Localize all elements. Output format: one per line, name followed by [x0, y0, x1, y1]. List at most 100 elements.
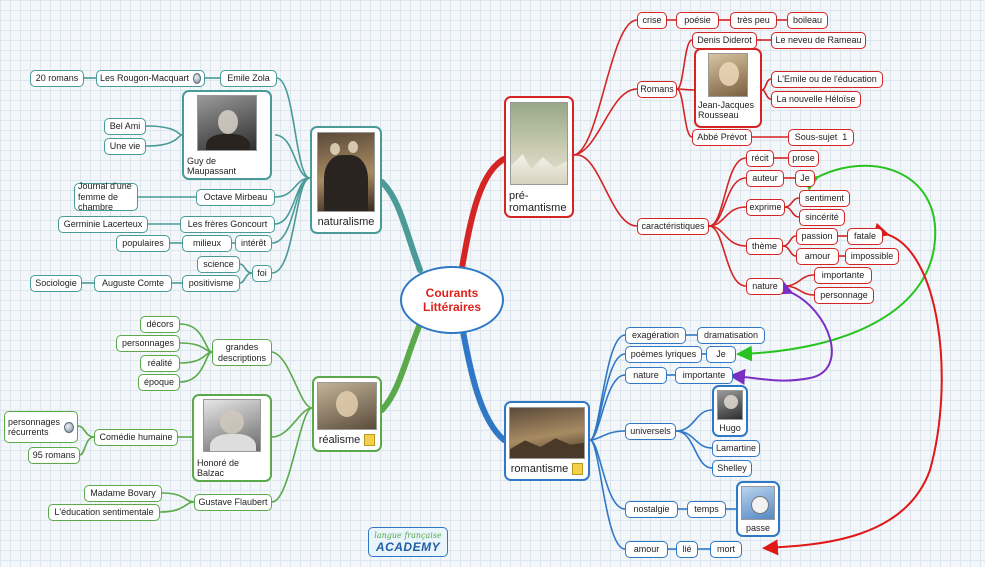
node-journal-femme-de-chambre[interactable]: Journal d'une femme de chambre	[74, 181, 138, 212]
node-foi[interactable]: foi	[252, 265, 272, 282]
node-recit[interactable]: récit	[746, 150, 774, 167]
node-realite[interactable]: réalité	[140, 355, 180, 372]
branch-pre-romantisme	[459, 155, 509, 271]
node-emile-education[interactable]: L'Emile ou de l'éducation	[771, 71, 883, 88]
node-nostalgie[interactable]: nostalgie	[625, 501, 678, 518]
topic-pre-romantisme[interactable]: pré-romantisme	[504, 96, 574, 218]
central-title-line2: Littéraires	[422, 300, 482, 314]
node-emile-zola[interactable]: Emile Zola	[220, 70, 277, 87]
node-sociologie[interactable]: Sociologie	[30, 275, 82, 292]
hugo-label: Hugo	[719, 423, 741, 433]
node-sincerite[interactable]: sincérité	[799, 209, 845, 226]
node-boileau[interactable]: boileau	[787, 12, 828, 29]
node-grandes-descriptions[interactable]: grandes descriptions	[212, 339, 272, 366]
topic-naturalisme[interactable]: naturalisme	[310, 126, 382, 234]
topic-realisme[interactable]: réalisme	[312, 376, 382, 452]
node-epoque[interactable]: époque	[138, 374, 180, 391]
node-je-pre[interactable]: Je	[795, 170, 815, 187]
pre-romantisme-label: pré-romantisme	[509, 190, 567, 214]
note-icon[interactable]	[364, 434, 376, 447]
node-education-sentimentale[interactable]: L'éducation sentimentale	[48, 504, 160, 521]
node-impossible[interactable]: impossible	[845, 248, 899, 265]
balzac-portrait-image	[203, 399, 261, 452]
globe-icon[interactable]	[193, 73, 201, 84]
node-95-romans[interactable]: 95 romans	[28, 447, 80, 464]
node-sous-sujet-1[interactable]: Sous-sujet 1	[788, 129, 854, 146]
node-freres-goncourt[interactable]: Les frères Goncourt	[180, 216, 275, 233]
relation-fatale-mort	[762, 222, 943, 556]
node-personnage[interactable]: personnage	[814, 287, 874, 304]
balzac-label: Honoré de Balzac	[197, 458, 240, 478]
node-amour-rom[interactable]: amour	[625, 541, 668, 558]
node-milieux[interactable]: milieux	[182, 235, 232, 252]
node-exprime[interactable]: exprime	[746, 199, 785, 216]
node-nature-rom[interactable]: nature	[625, 367, 667, 384]
node-neveu-de-rameau[interactable]: Le neveu de Rameau	[771, 32, 866, 49]
node-prose[interactable]: prose	[788, 150, 819, 167]
node-rougon-macquart[interactable]: Les Rougon-Macquart	[96, 70, 205, 87]
node-personnages-recurrents[interactable]: personnages récurrents	[4, 411, 78, 443]
central-topic[interactable]: Courants Littéraires	[400, 266, 504, 334]
node-sentiment[interactable]: sentiment	[799, 190, 850, 207]
maupassant-label: Guy de Maupassant	[187, 156, 237, 176]
branch-romantisme	[459, 323, 507, 443]
naturalisme-painting-image	[317, 132, 375, 212]
node-importante-rom[interactable]: importante	[675, 367, 733, 384]
node-20-romans[interactable]: 20 romans	[30, 70, 84, 87]
node-romans[interactable]: Romans	[637, 81, 677, 98]
node-dramatisation[interactable]: dramatisation	[697, 327, 765, 344]
node-mort[interactable]: mort	[710, 541, 742, 558]
node-caracteristiques[interactable]: caractéristiques	[637, 218, 709, 235]
node-germinie-lacerteux[interactable]: Germinie Lacerteux	[58, 216, 148, 233]
node-gustave-flaubert[interactable]: Gustave Flaubert	[194, 494, 272, 511]
node-poemes-lyriques[interactable]: poèmes lyriques	[625, 346, 702, 363]
node-decors[interactable]: décors	[140, 316, 180, 333]
node-tres-peu[interactable]: très peu	[730, 12, 777, 29]
node-personnages[interactable]: personnages	[116, 335, 180, 352]
node-interet[interactable]: intérêt	[235, 235, 272, 252]
node-hugo[interactable]: Hugo	[712, 385, 748, 437]
recurrents-label: personnages récurrents	[8, 416, 61, 437]
node-positivisme[interactable]: positivisme	[182, 275, 240, 292]
romantisme-label: romantisme	[510, 463, 569, 475]
node-passion[interactable]: passion	[796, 228, 838, 245]
node-poesie[interactable]: poésie	[676, 12, 719, 29]
node-une-vie[interactable]: Une vie	[104, 138, 146, 155]
node-exageration[interactable]: exagération	[625, 327, 686, 344]
node-crise[interactable]: crise	[637, 12, 667, 29]
globe-icon[interactable]	[64, 421, 74, 433]
maupassant-portrait-image	[197, 95, 257, 151]
node-auteur[interactable]: auteur	[746, 170, 784, 187]
node-populaires[interactable]: populaires	[116, 235, 170, 252]
node-lie[interactable]: lié	[676, 541, 698, 558]
topic-romantisme[interactable]: romantisme	[504, 401, 590, 481]
node-amour-pre[interactable]: amour	[796, 248, 839, 265]
node-bel-ami[interactable]: Bel Ami	[104, 118, 146, 135]
node-maupassant[interactable]: Guy de Maupassant	[182, 90, 272, 180]
node-jean-jacques-rousseau[interactable]: Jean-Jacques Rousseau	[694, 48, 762, 128]
romantisme-painting-image	[509, 407, 585, 459]
node-madame-bovary[interactable]: Madame Bovary	[84, 485, 162, 502]
node-shelley[interactable]: Shelley	[712, 460, 752, 477]
node-nature-pre[interactable]: nature	[746, 278, 784, 295]
node-comedie-humaine[interactable]: Comédie humaine	[94, 429, 178, 446]
logo-line2: ACADEMY	[375, 539, 441, 554]
node-octave-mirbeau[interactable]: Octave Mirbeau	[196, 189, 275, 206]
node-passe[interactable]: passe	[736, 481, 780, 537]
node-fatale[interactable]: fatale	[847, 228, 883, 245]
node-nouvelle-heloise[interactable]: La nouvelle Héloïse	[771, 91, 861, 108]
node-je-rom[interactable]: Je	[706, 346, 736, 363]
node-importante-pre[interactable]: importante	[814, 267, 872, 284]
note-icon[interactable]	[572, 463, 584, 476]
node-honore-de-balzac[interactable]: Honoré de Balzac	[192, 394, 272, 482]
hugo-portrait-image	[717, 390, 743, 420]
logo-line1: langue française	[374, 530, 442, 540]
node-abbe-prevot[interactable]: Abbé Prévot	[692, 129, 752, 146]
node-theme[interactable]: thème	[746, 238, 783, 255]
node-temps[interactable]: temps	[687, 501, 726, 518]
node-denis-diderot[interactable]: Denis Diderot	[692, 32, 757, 49]
node-lamartine[interactable]: Lamartine	[712, 440, 760, 457]
node-auguste-comte[interactable]: Auguste Comte	[94, 275, 172, 292]
node-science[interactable]: science	[197, 256, 240, 273]
node-universels[interactable]: universels	[625, 423, 676, 440]
